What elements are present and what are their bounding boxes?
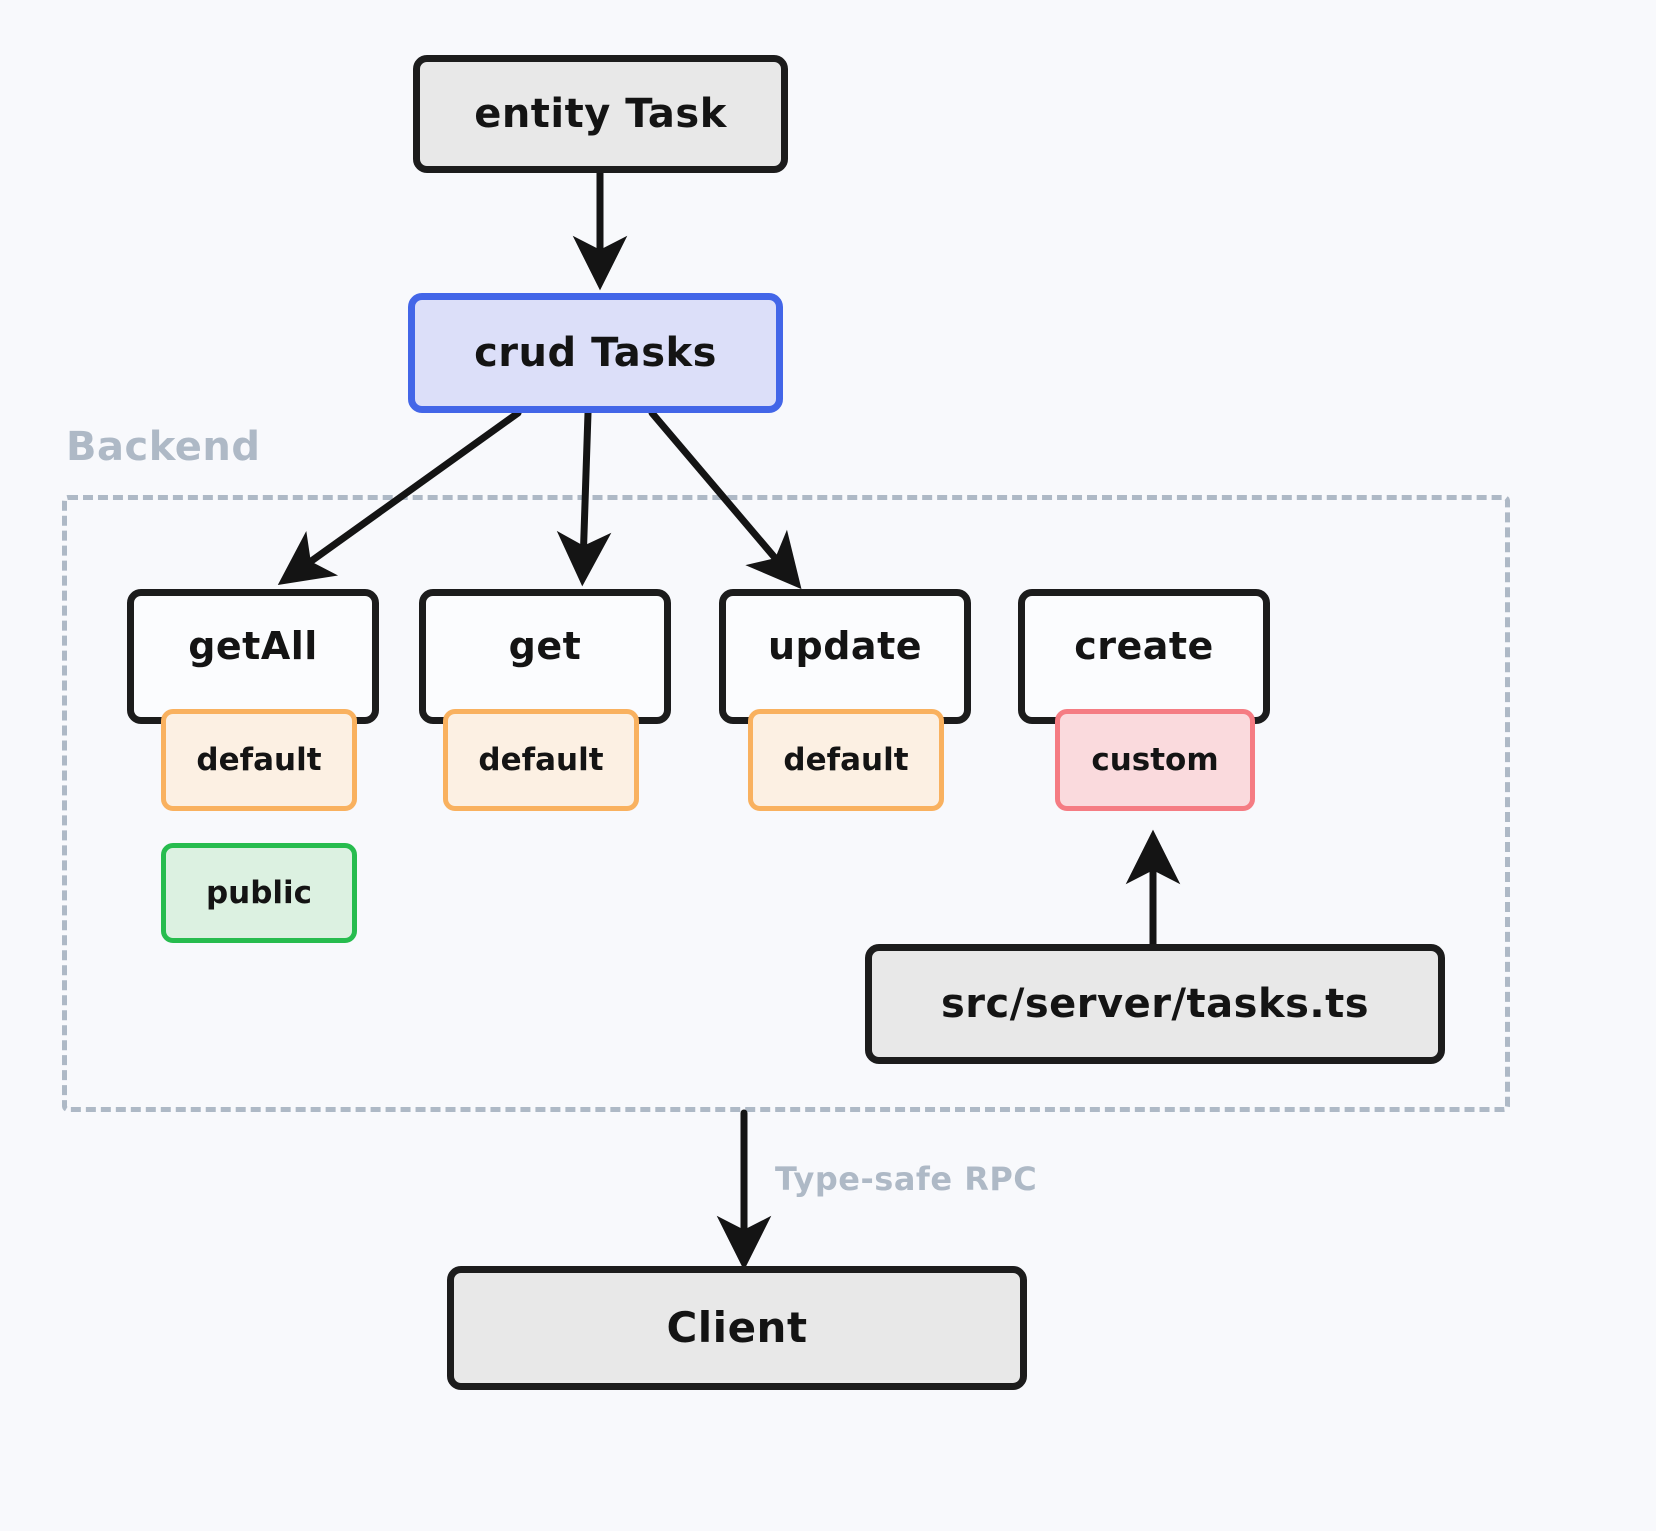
- badge-getall-public[interactable]: public: [161, 843, 357, 943]
- node-getall-label: getAll: [188, 624, 318, 668]
- node-client-label: Client: [666, 1302, 808, 1352]
- badge-update-default-label: default: [783, 742, 909, 778]
- node-get[interactable]: get: [419, 589, 671, 724]
- badge-getall-public-label: public: [205, 875, 313, 911]
- badge-get-default[interactable]: default: [443, 709, 639, 811]
- node-update-label: update: [767, 624, 923, 668]
- backend-group-label: Backend: [66, 424, 261, 470]
- node-entity-task-label: entity Task: [474, 91, 727, 137]
- edge-label-type-safe-rpc: Type-safe RPC: [775, 1160, 1038, 1198]
- node-create-label: create: [1074, 624, 1214, 668]
- badge-getall-default[interactable]: default: [161, 709, 357, 811]
- node-entity-task[interactable]: entity Task: [413, 55, 788, 173]
- node-tasks-file[interactable]: src/server/tasks.ts: [865, 944, 1445, 1064]
- node-update[interactable]: update: [719, 589, 971, 724]
- node-crud-tasks-label: crud Tasks: [474, 330, 717, 376]
- node-getall[interactable]: getAll: [127, 589, 379, 724]
- node-tasks-file-label: src/server/tasks.ts: [940, 981, 1369, 1027]
- node-create[interactable]: create: [1018, 589, 1270, 724]
- badge-update-default[interactable]: default: [748, 709, 944, 811]
- node-client[interactable]: Client: [447, 1266, 1027, 1390]
- node-crud-tasks[interactable]: crud Tasks: [408, 293, 783, 413]
- badge-getall-default-label: default: [196, 742, 322, 778]
- badge-get-default-label: default: [478, 742, 604, 778]
- badge-create-custom[interactable]: custom: [1055, 709, 1255, 811]
- node-get-label: get: [508, 624, 582, 668]
- badge-create-custom-label: custom: [1091, 742, 1219, 778]
